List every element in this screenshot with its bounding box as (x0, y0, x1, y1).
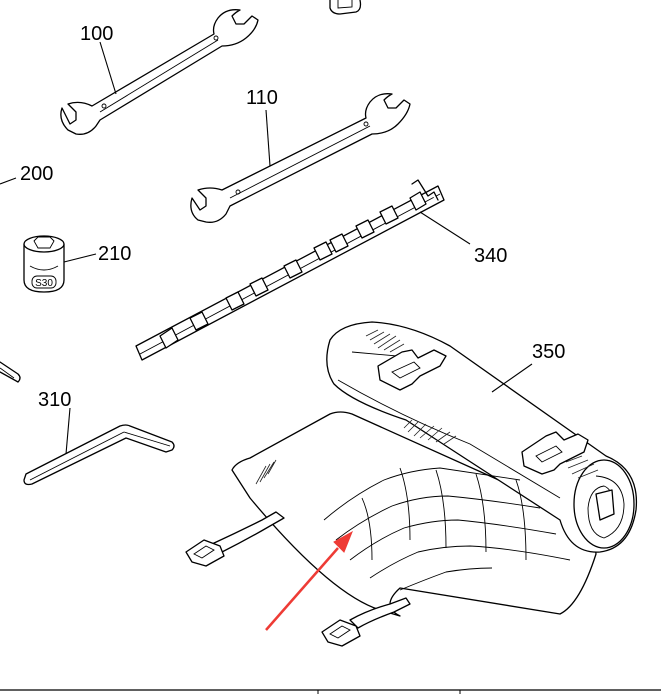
callout-340: 340 (474, 245, 507, 267)
socket-size-stamp: S30 (35, 278, 53, 289)
callout-110: 110 (246, 87, 278, 109)
hex-key-310 (23, 424, 175, 486)
rail-clips (159, 191, 427, 349)
partial-bar-left (0, 361, 21, 383)
wrench-100 (60, 9, 259, 135)
callouts: 100 110 200 210 310 340 350 (20, 23, 565, 411)
wrench-110 (190, 93, 411, 223)
callout-350: 350 (532, 341, 565, 363)
callout-200: 200 (20, 163, 53, 185)
callout-310: 310 (38, 389, 71, 411)
socket-210: S30 (23, 235, 65, 293)
tool-roll-350 (185, 321, 638, 647)
bottom-table-border (0, 689, 661, 694)
callout-100: 100 (80, 23, 113, 45)
fabric-hatching (255, 329, 599, 485)
top-buckle-fragment (329, 0, 362, 15)
callout-210: 210 (98, 243, 131, 265)
socket-rail-340 (135, 179, 445, 361)
red-arrow-icon (265, 530, 353, 631)
leader-lines (0, 41, 533, 455)
